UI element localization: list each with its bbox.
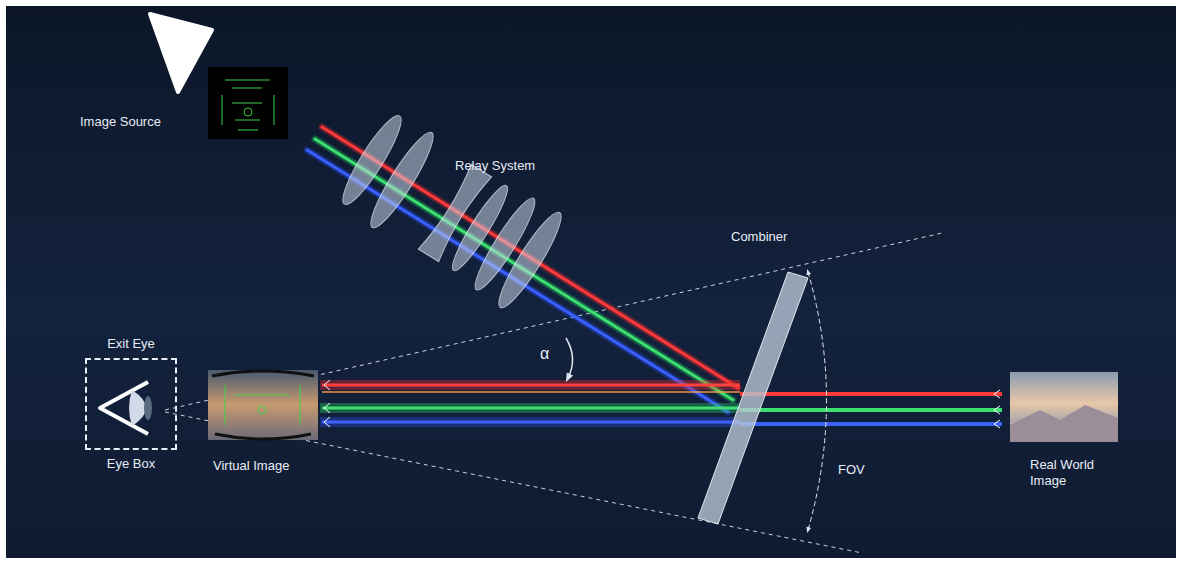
source-screen <box>208 67 288 139</box>
source-label: Image Source <box>80 114 161 130</box>
fov-arc <box>808 272 827 530</box>
real-world-label: Real World Image <box>1030 457 1110 489</box>
alpha-arc <box>566 338 573 378</box>
box-caption: Eye Box <box>72 456 190 472</box>
virtual-image-label: Virtual Image <box>213 458 289 474</box>
combiner-label: Combiner <box>731 229 787 245</box>
output-rays <box>320 380 1002 428</box>
eye-box-node: Exit EyeEye Box <box>72 336 190 472</box>
dashed-eye-box <box>85 358 177 450</box>
hud-symbology <box>222 80 274 130</box>
eye-icon <box>100 382 152 434</box>
alpha-label: α <box>540 346 549 362</box>
real-world-image <box>1010 372 1118 442</box>
fov-label: FOV <box>838 462 865 478</box>
relay-lenses <box>335 110 569 313</box>
projector-icon <box>150 14 212 92</box>
virtual-image <box>208 370 318 440</box>
hud-illustration <box>6 6 1176 558</box>
box-heading: Exit Eye <box>72 336 190 352</box>
combiner-plate <box>698 272 808 524</box>
relay-label: Relay System <box>455 158 535 174</box>
